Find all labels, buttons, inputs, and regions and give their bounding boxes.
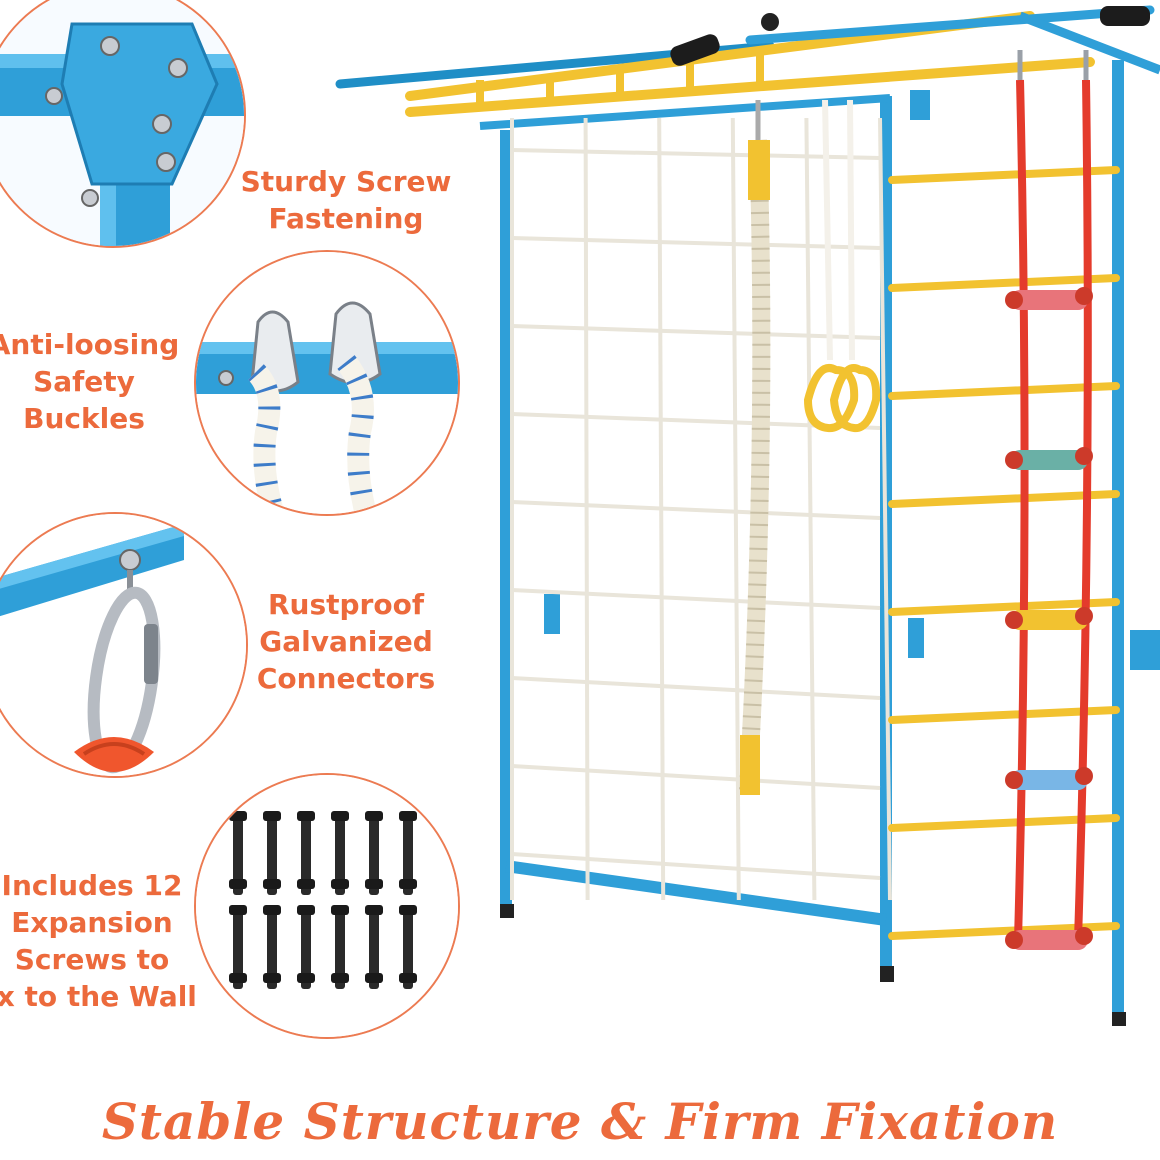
feature-line: Connectors <box>256 662 436 695</box>
galvanized-connectors-closeup <box>0 512 248 778</box>
ladder-rung <box>1005 927 1093 950</box>
feature-screw-fastening: Sturdy Screw Fastening <box>238 163 454 237</box>
expansion-screw <box>365 811 383 895</box>
expansion-screw <box>399 811 417 895</box>
screw-fastening-closeup <box>0 0 246 248</box>
headline-amp: & <box>600 1092 648 1151</box>
feature-line: Fastening <box>268 202 424 235</box>
expansion-screw <box>229 811 247 895</box>
feature-line: ix to the Wall <box>0 980 197 1013</box>
expansion-screw <box>263 905 281 989</box>
headline-part2: Firm Fixation <box>665 1092 1059 1151</box>
climbing-frame-product <box>335 5 1160 1026</box>
net-frame <box>479 94 924 982</box>
rope-ladder <box>1005 50 1093 950</box>
feature-connectors: Rustproof Galvanized Connectors <box>236 586 456 697</box>
expansion-screw <box>297 905 315 989</box>
feature-line: Buckles <box>23 402 145 435</box>
feature-safety-buckles: Anti-loosing Safety Buckles <box>0 326 192 437</box>
feature-line: Rustproof <box>267 588 425 621</box>
bracket-icon <box>0 0 244 246</box>
feature-line: Safety <box>33 365 135 398</box>
ladder-rung <box>1005 607 1093 630</box>
expansion-screw <box>331 811 349 895</box>
feature-line: Expansion <box>11 906 173 939</box>
feature-line: Screws to <box>14 943 170 976</box>
expansion-screw <box>331 905 349 989</box>
safety-buckles-closeup <box>194 250 460 516</box>
feature-screws-kit: Includes 12 Expansion Screws to ix to th… <box>0 867 202 1015</box>
cargo-net <box>510 117 892 901</box>
ladder-rung <box>1005 767 1093 790</box>
expansion-screw-icon <box>196 775 458 1037</box>
carabiner-icon <box>0 514 246 776</box>
headline: Stable Structure & Firm Fixation <box>0 1092 1160 1151</box>
gym-rings <box>803 99 881 433</box>
feature-line: Anti-loosing <box>0 328 180 361</box>
expansion-screw <box>399 905 417 989</box>
expansion-screw <box>297 811 315 895</box>
expansion-screws-closeup <box>194 773 460 1039</box>
buckle-icon <box>196 252 458 514</box>
expansion-screw <box>365 905 383 989</box>
ladder-rung <box>1005 287 1093 310</box>
feature-line: Galvanized <box>259 625 433 658</box>
feature-line: Sturdy Screw <box>240 165 452 198</box>
headline-part1: Stable Structure <box>101 1092 583 1151</box>
ladder-rung <box>1005 447 1093 470</box>
climbing-rope <box>739 100 771 795</box>
expansion-screw <box>229 905 247 989</box>
monkey-bars <box>335 5 1160 117</box>
expansion-screw <box>263 811 281 895</box>
feature-line: Includes 12 <box>1 869 183 902</box>
